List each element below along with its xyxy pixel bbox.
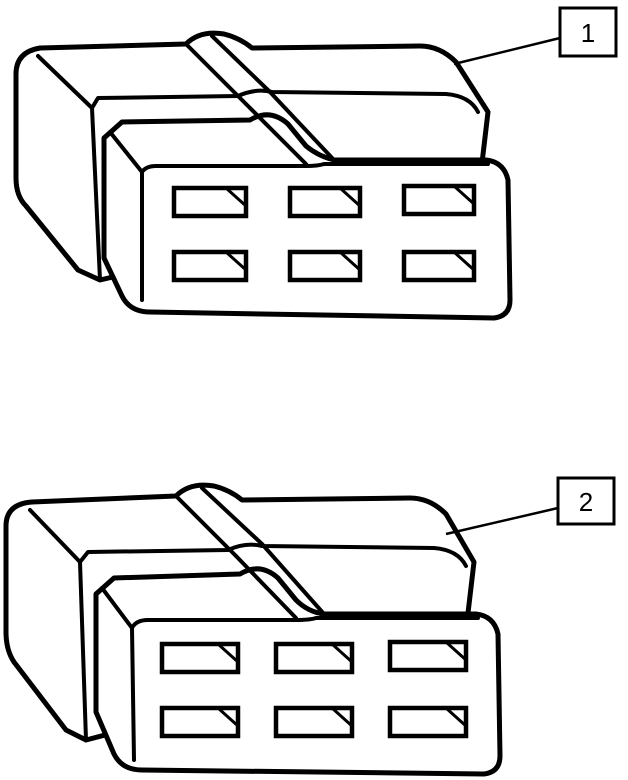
callout-box	[558, 6, 618, 58]
terminal-slot	[273, 641, 355, 675]
terminal-slot	[401, 249, 477, 283]
insert-latch	[244, 90, 336, 166]
terminal-slot	[159, 641, 241, 675]
terminal-slots	[171, 183, 477, 283]
insert-latch	[234, 542, 326, 620]
callout-label: 1	[581, 18, 595, 48]
terminal-slot	[287, 249, 363, 283]
callout-box	[556, 476, 616, 526]
callout-1: 1	[453, 6, 618, 66]
callout-2: 2	[445, 476, 616, 536]
latch-ridge	[174, 486, 264, 558]
leader-line	[445, 506, 559, 536]
front-face	[130, 616, 480, 630]
terminal-slot	[273, 705, 355, 739]
terminal-slot	[287, 185, 363, 219]
latch-ridge	[184, 34, 272, 106]
terminal-slots	[159, 639, 469, 739]
terminal-slot	[159, 705, 241, 739]
terminal-slot	[401, 183, 477, 217]
front-face	[140, 162, 490, 174]
callout-label: 2	[579, 487, 593, 517]
terminal-slot	[387, 639, 469, 673]
terminal-slot	[387, 705, 469, 739]
leader-line	[453, 36, 561, 66]
connector-2	[3, 482, 503, 777]
terminal-slot	[171, 185, 249, 219]
connector-1	[13, 30, 513, 321]
terminal-slot	[171, 249, 249, 283]
